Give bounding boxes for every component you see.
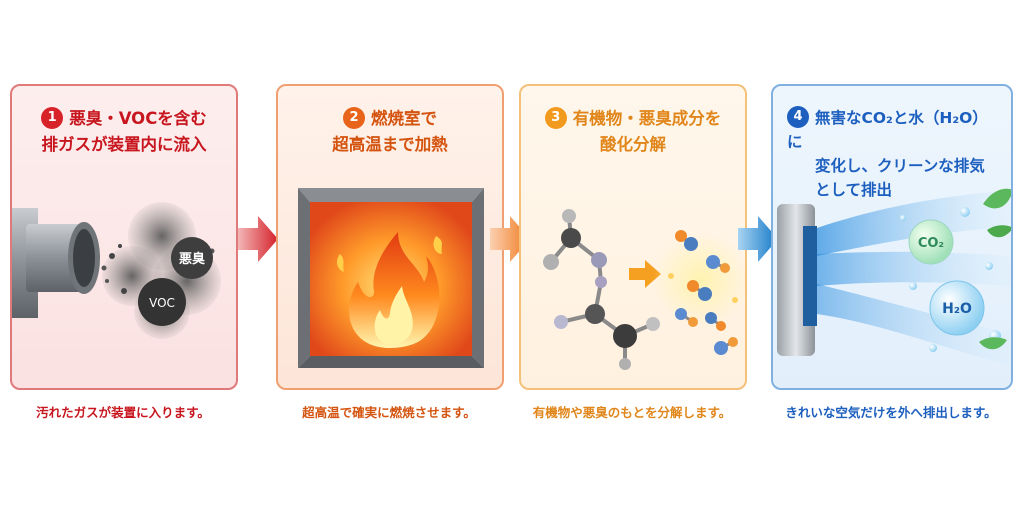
h2o-bubble: H₂O	[929, 280, 985, 336]
step-3-title-line2: 酸化分解	[600, 135, 666, 154]
step-4-title-line3: として排出	[815, 181, 893, 199]
clean-exhaust-illustration: CO₂ H₂O	[777, 188, 1011, 366]
co2-bubble: CO₂	[908, 219, 954, 265]
step-3-title-line1: 有機物・悪臭成分を	[572, 109, 722, 128]
odor-bubble: 悪臭	[171, 237, 213, 279]
clean-air-stream-icon	[817, 190, 1011, 366]
step-3-number-badge: 3	[544, 106, 567, 129]
step-4-number-badge: 4	[787, 105, 809, 128]
step-3-title: 3 有機物・悪臭成分を 酸化分解	[521, 106, 745, 158]
step-1-number-badge: 1	[41, 106, 64, 129]
step-4-title-line1: 無害なCO₂と水（H₂O）に	[787, 109, 988, 151]
step-1-title-line2: 排ガスが装置内に流入	[41, 135, 207, 154]
exhaust-stack-icon	[777, 204, 817, 356]
combustion-chamber-illustration	[298, 188, 484, 368]
step-1-card: 1 悪臭・VOCを含む 排ガスが装置内に流入	[10, 84, 238, 390]
step-2-title-line2: 超高温まで加熱	[332, 135, 448, 154]
step-2-number-badge: 2	[343, 106, 365, 129]
step-4-title-line2: 変化し、クリーンな排気	[815, 157, 985, 175]
step-3-caption: 有機物や悪臭のもとを分解します。	[532, 405, 732, 420]
voc-label: VOC	[149, 296, 175, 310]
arrow-right-icon	[238, 216, 278, 262]
co2-label: CO₂	[918, 236, 944, 251]
inlet-pipe-icon	[12, 208, 100, 318]
step-1-title: 1 悪臭・VOCを含む 排ガスが装置内に流入	[12, 106, 236, 158]
step-3-card: 3 有機物・悪臭成分を 酸化分解	[519, 84, 747, 390]
step-2-card: 2 燃焼室で 超高温まで加熱	[276, 84, 504, 390]
oxidation-illustration	[543, 209, 745, 370]
step-1-caption: 汚れたガスが装置に入ります。	[36, 405, 210, 420]
h2o-label: H₂O	[942, 301, 972, 317]
step-1-illustration: 悪臭 VOC	[12, 202, 221, 339]
small-arrow-icon	[629, 260, 661, 288]
step-1-title-line1: 悪臭・VOCを含む	[69, 109, 207, 128]
step-2-title: 2 燃焼室で 超高温まで加熱	[278, 106, 502, 158]
odor-label: 悪臭	[179, 251, 205, 267]
leaf-icon	[979, 188, 1011, 350]
organic-molecule-icon	[543, 209, 660, 370]
arrow-right-icon	[738, 216, 778, 262]
step-2-title-line1: 燃焼室で	[371, 109, 437, 128]
voc-bubble: VOC	[138, 278, 186, 326]
step-2-caption: 超高温で確実に燃焼させます。	[302, 405, 476, 420]
flame-icon	[337, 232, 442, 348]
step-4-caption: きれいな空気だけを外へ排出します。	[785, 405, 997, 420]
decomposed-molecules-icon	[653, 230, 745, 355]
